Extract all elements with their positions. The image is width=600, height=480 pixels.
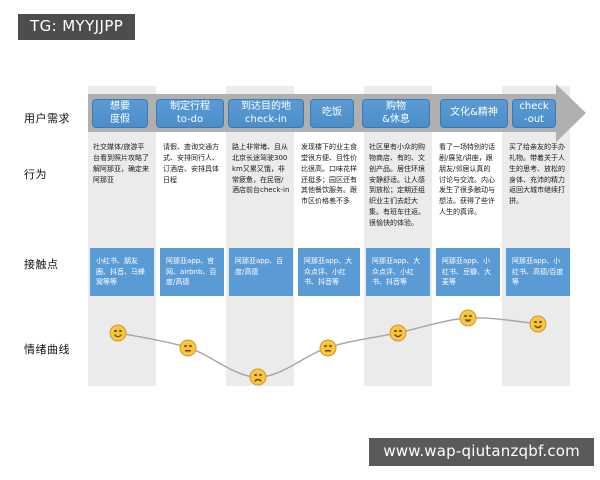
stage-chip-text: check -out [519, 101, 548, 126]
emotion-marker-neutral-icon [319, 339, 337, 357]
column-band [226, 86, 294, 386]
stage-line-1: check [519, 101, 549, 112]
stage-line-2: -out [523, 113, 545, 125]
emotion-marker-big-smile-icon [459, 309, 477, 327]
behavior-cell-0: 社交媒体/旅游平台看到照片攻略了解阿那亚，确定来阿那亚 [93, 143, 149, 184]
row-label-touchpoint: 接触点 [24, 258, 59, 271]
emotion-marker-neutral-icon [179, 339, 197, 357]
stage-chip-4[interactable]: 购物 &休息 [362, 99, 430, 128]
row-label-user-needs: 用户需求 [24, 112, 70, 125]
behavior-cell-6: 买了给亲友的手办礼物。带着关于人生的思考、放松的身体、充沛的精力返回大城市继续打… [509, 143, 565, 206]
stage-line-1: 想要 [110, 101, 130, 112]
emotion-curve-line [117, 317, 539, 378]
stage-line-2: 度假 [110, 113, 130, 125]
behavior-cell-3: 发现楼下的业主食堂很方便、且性价比很高。口味花样还挺多；园区还有其他餐饮服务。跟… [301, 143, 357, 206]
stage-chip-text: 到达目的地 check-in [241, 101, 291, 126]
emotion-marker-angry-icon [249, 368, 267, 386]
behavior-cell-2: 路上非常堵、且从北京长途驾驶300km又累又饿，非常疲惫，在民宿/酒店前台che… [232, 143, 290, 195]
stage-chip-0[interactable]: 想要 度假 [92, 99, 148, 128]
emotion-marker-happy-icon [109, 324, 127, 342]
stage-chip-2[interactable]: 到达目的地 check-in [228, 99, 304, 128]
stage-line-1: 购物 [386, 101, 406, 112]
stage-line-2: check-in [244, 113, 287, 125]
stage-chip-6[interactable]: check -out [512, 99, 556, 128]
stage-chip-text: 购物 &休息 [382, 101, 410, 126]
stage-line-1: 吃饭 [322, 107, 342, 119]
behavior-cell-4: 社区里有小众的购物商店、有的、文创产品。居住环境安静舒适。让人感到放松；定期还组… [369, 143, 425, 227]
row-label-behavior: 行为 [24, 168, 47, 181]
stage-chip-1[interactable]: 制定行程 to-do [156, 99, 224, 128]
stage-chip-text: 文化&精神 [450, 107, 498, 120]
behavior-cell-5: 看了一场特别的话剧/展览/讲座，跟朋友/邻居认真的讨论与交流。内心发生了很多触动… [439, 143, 495, 217]
touchpoint-cell-0[interactable]: 小红书、朋友圈、抖音、马蜂窝等等 [90, 248, 154, 296]
emotion-marker-smile-icon [529, 315, 547, 333]
stage-arrow-head-icon [556, 84, 586, 142]
site-watermark: www.wap-qiutanzqbf.com [369, 438, 594, 466]
stage-line-2: &休息 [382, 113, 410, 125]
tg-watermark-badge: TG: MYYJJPP [18, 14, 136, 40]
stage-line-1: 制定行程 [170, 101, 210, 112]
stage-line-1: 到达目的地 [241, 101, 291, 112]
touchpoint-cell-6[interactable]: 阿那亚app、小红书、高德/百度等 [506, 248, 570, 296]
stage-chip-text: 吃饭 [322, 107, 342, 120]
emotion-marker-smile-icon [389, 324, 407, 342]
stage-line-2: to-do [176, 113, 204, 125]
behavior-cell-1: 请假、查询交通方式、安排同行人、订酒店、安排具体日程 [163, 143, 219, 184]
stage-line-1: 文化&精神 [450, 107, 498, 119]
stage-chip-5[interactable]: 文化&精神 [440, 99, 508, 128]
stage-chip-3[interactable]: 吃饭 [310, 99, 354, 128]
row-label-emotion-curve: 情绪曲线 [24, 343, 70, 356]
emotion-curve-chart [0, 306, 600, 406]
touchpoint-cell-5[interactable]: 阿那亚app、小红书、豆瓣、大麦等 [436, 248, 500, 296]
stage-chip-text: 制定行程 to-do [170, 101, 210, 126]
touchpoint-cell-1[interactable]: 阿那亚app、官网、airbnb、百度/高德 [160, 248, 224, 296]
touchpoint-cell-4[interactable]: 阿那亚app、大众点评、小红书、抖音等 [366, 248, 430, 296]
customer-journey-map: 用户需求 行为 接触点 情绪曲线 想要 度假 制定行程 to-do 到达目的地 … [0, 78, 600, 408]
touchpoint-cell-2[interactable]: 阿那亚app、百度/高德 [229, 248, 293, 296]
stage-chip-text: 想要 度假 [110, 101, 130, 126]
touchpoint-cell-3[interactable]: 阿那亚app、大众点评、小红书、抖音等 [298, 248, 360, 296]
